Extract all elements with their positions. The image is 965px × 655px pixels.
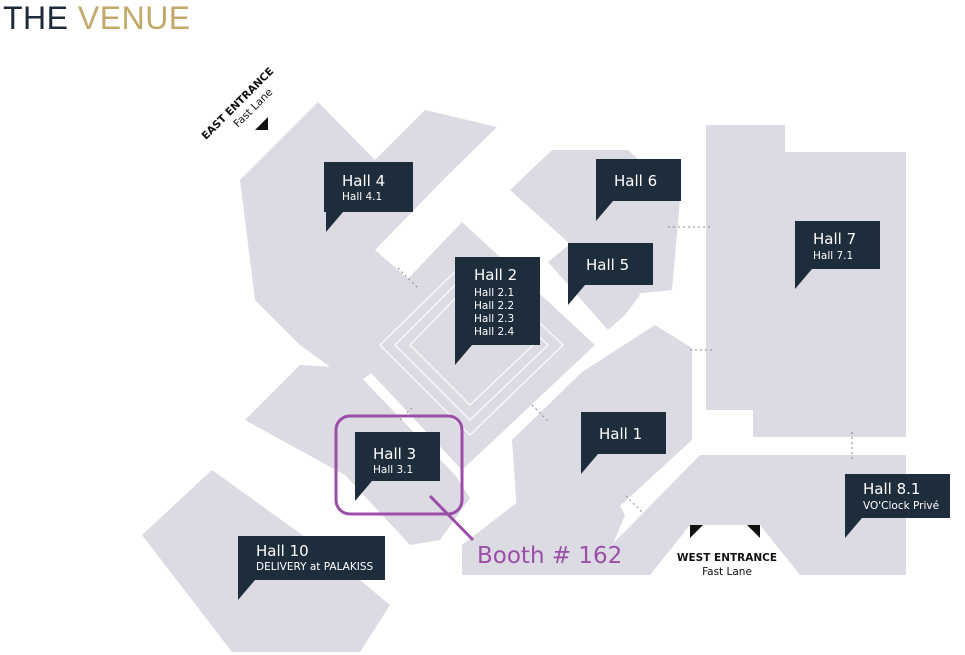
page-title: THE VENUE	[3, 0, 191, 37]
building-hall-8[interactable]	[582, 455, 906, 575]
hall-sub: Hall 2.2	[474, 300, 514, 312]
walkway-5	[399, 405, 415, 421]
hall-label-4[interactable]: Hall 4 Hall 4.1	[324, 162, 413, 232]
hall-sub: Hall 2.4	[474, 326, 515, 338]
hall-sub: Hall 4.1	[342, 191, 382, 203]
hall-sub: Hall 2.3	[474, 313, 514, 325]
hall-sub: Hall 2.1	[474, 287, 514, 299]
hall-label-10[interactable]: Hall 10 DELIVERY at PALAKISS	[238, 536, 385, 600]
east-entrance-arrow-icon	[255, 117, 268, 130]
hall-title: Hall 8.1	[863, 480, 920, 498]
hall-labels: Hall 4 Hall 4.1 Hall 6 Hall 7 Hall 7.1 H…	[238, 159, 950, 600]
hall-sub: DELIVERY at PALAKISS	[256, 561, 374, 573]
east-entrance[interactable]: EAST ENTRANCE Fast Lane	[199, 65, 286, 152]
hall-sub: VO'Clock Privé	[863, 500, 939, 512]
hall-label-5[interactable]: Hall 5	[568, 243, 653, 305]
label-bg	[355, 432, 440, 501]
label-bg	[795, 221, 880, 289]
label-bg	[568, 243, 653, 305]
hall-label-6[interactable]: Hall 6	[596, 159, 681, 221]
connector-hall-1-3	[462, 470, 625, 575]
ring-outer	[379, 256, 564, 436]
hall-title: Hall 6	[614, 172, 657, 190]
hall-label-3[interactable]: Hall 3 Hall 3.1	[355, 432, 440, 501]
booth-pointer-line	[428, 494, 475, 542]
booth-outline	[334, 414, 464, 516]
west-entrance-subtitle: Fast Lane	[702, 566, 752, 578]
hall-label-2[interactable]: Hall 2 Hall 2.1 Hall 2.2 Hall 2.3 Hall 2…	[455, 257, 540, 365]
west-entrance[interactable]: WEST ENTRANCE Fast Lane	[677, 525, 777, 578]
hall-sub: Hall 3.1	[373, 464, 413, 476]
west-entrance-right-marker-icon	[747, 525, 760, 538]
building-hall-7[interactable]	[706, 125, 906, 437]
label-bg	[845, 474, 950, 538]
hall-title: Hall 2	[474, 266, 517, 284]
walkway-4	[531, 404, 549, 422]
label-bg	[324, 162, 413, 232]
hall-title: Hall 7	[813, 230, 856, 248]
walkway-6	[625, 495, 643, 513]
label-bg	[455, 257, 540, 365]
booth-label: Booth # 162	[477, 543, 622, 569]
label-bg	[581, 412, 666, 474]
hall-label-7[interactable]: Hall 7 Hall 7.1	[795, 221, 880, 289]
hall-title: Hall 10	[256, 542, 309, 560]
hall-title: Hall 3	[373, 445, 416, 463]
booth-highlight[interactable]: Booth # 162	[334, 414, 622, 569]
title-word-2: VENUE	[77, 0, 191, 36]
hall-label-8-1[interactable]: Hall 8.1 VO'Clock Privé	[845, 474, 950, 538]
west-entrance-title: WEST ENTRANCE	[677, 552, 777, 564]
hall-title: Hall 5	[586, 256, 629, 274]
ring-middle	[394, 269, 549, 421]
west-entrance-left-marker-icon	[690, 525, 703, 538]
east-entrance-text-group: EAST ENTRANCE Fast Lane	[199, 65, 276, 142]
hall-title: Hall 4	[342, 172, 385, 190]
hall-title: Hall 1	[599, 425, 642, 443]
label-bg	[238, 536, 385, 600]
label-bg	[596, 159, 681, 221]
hall-label-1[interactable]: Hall 1	[581, 412, 666, 474]
hall-sub: Hall 7.1	[813, 250, 853, 262]
dotted-walkways	[397, 226, 853, 513]
title-word-1: THE	[3, 0, 69, 36]
